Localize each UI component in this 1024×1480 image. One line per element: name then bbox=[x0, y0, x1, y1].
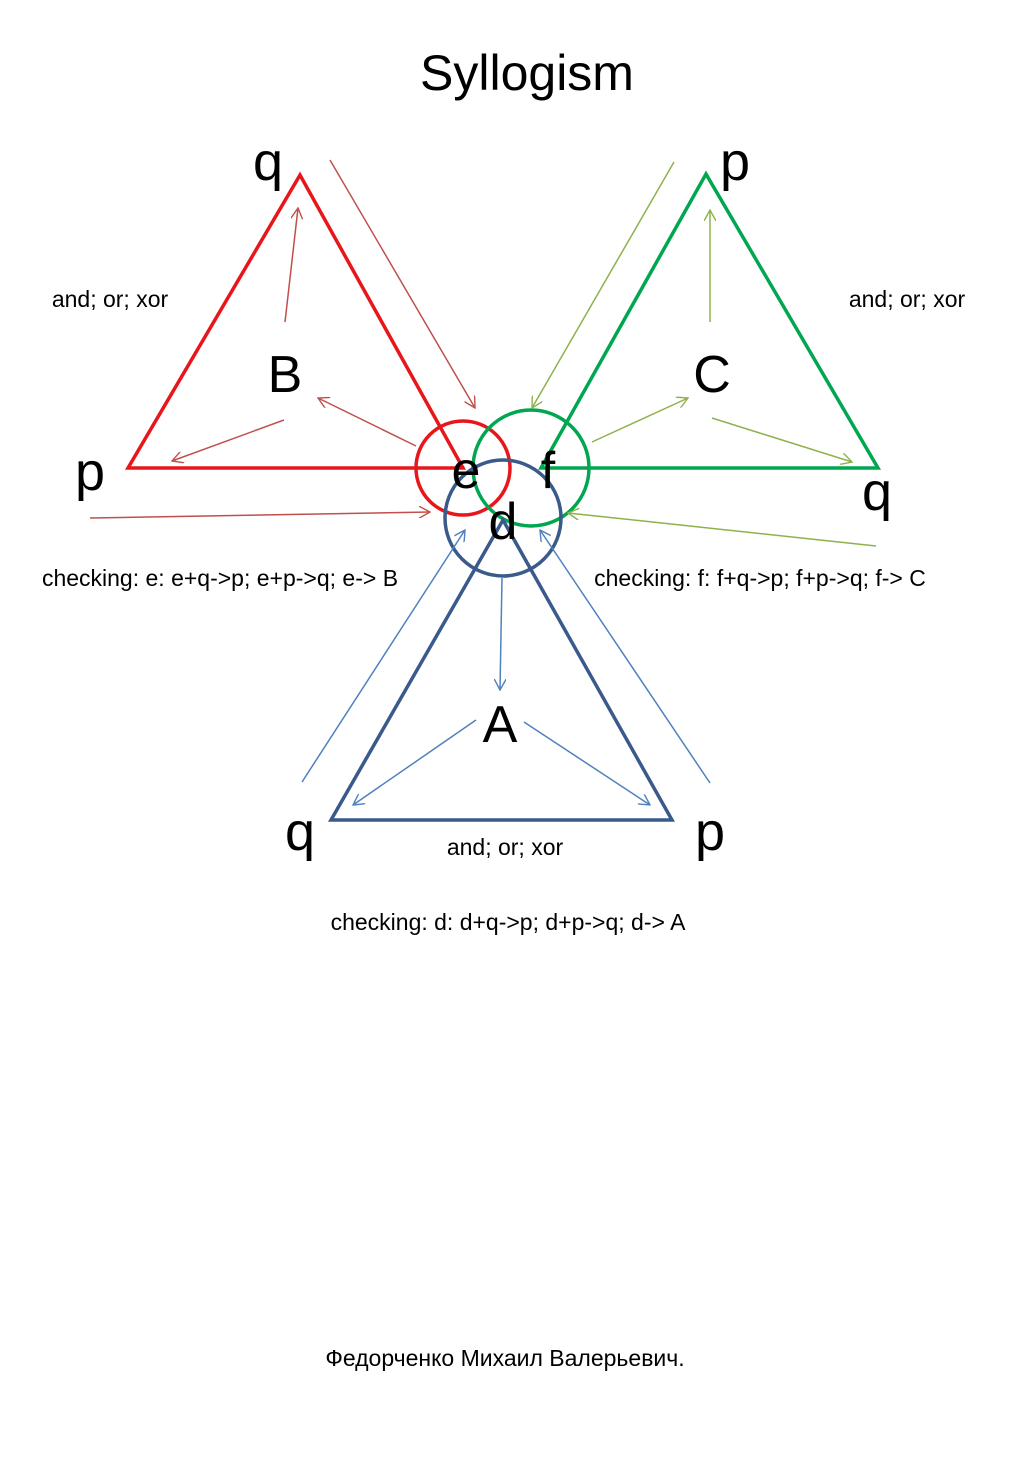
arrow-q-to-e bbox=[329, 159, 475, 408]
arrow-a-to-q bbox=[353, 719, 477, 805]
arrow-q-to-d bbox=[301, 530, 465, 783]
arrow-f-to-c bbox=[591, 398, 688, 443]
bottom-checking-text: checking: d: d+q->p; d+p->q; d-> A bbox=[331, 909, 686, 935]
right-center-label: C bbox=[693, 346, 731, 404]
author-signature: Федорченко Михаил Валерьевич. bbox=[325, 1345, 684, 1371]
circle-d bbox=[443, 458, 563, 578]
arrow-e-to-b bbox=[318, 398, 417, 447]
page-title: Syllogism bbox=[420, 45, 634, 101]
blue-arrows bbox=[301, 530, 711, 805]
arrow-b-to-p bbox=[172, 419, 285, 461]
right-operators-text: and; or; xor bbox=[849, 286, 966, 312]
red-arrows bbox=[89, 159, 475, 519]
left-top-vertex-label: q bbox=[253, 132, 283, 192]
arrow-c-to-q bbox=[711, 417, 852, 462]
circle-e-label: e bbox=[452, 442, 481, 500]
left-operators-text: and; or; xor bbox=[52, 286, 169, 312]
green-arrows bbox=[532, 161, 877, 547]
circle-f-label: f bbox=[541, 442, 556, 500]
left-checking-text: checking: e: e+q->p; e+p->q; e-> B bbox=[42, 565, 398, 591]
right-checking-text: checking: f: f+q->p; f+p->q; f-> C bbox=[594, 565, 926, 591]
bottom-left-vertex-label: q bbox=[285, 802, 315, 862]
bottom-center-label: A bbox=[483, 696, 518, 754]
arrow-q-to-f bbox=[568, 513, 877, 547]
arrow-b-to-q bbox=[284, 208, 298, 323]
left-triangle bbox=[124, 171, 466, 470]
bottom-operators-text: and; or; xor bbox=[447, 834, 564, 860]
circle-e bbox=[414, 419, 512, 517]
arrow-d-to-a bbox=[500, 577, 502, 690]
left-bottom-vertex-label: p bbox=[75, 442, 105, 502]
arrow-p-to-d bbox=[540, 530, 711, 784]
bottom-triangle bbox=[327, 516, 675, 822]
arrow-p-to-e bbox=[89, 512, 430, 519]
right-top-vertex-label: p bbox=[720, 132, 750, 192]
arrow-a-to-p bbox=[523, 721, 650, 805]
left-center-label: B bbox=[268, 346, 303, 404]
arrow-p-to-f bbox=[532, 161, 675, 408]
right-bottom-vertex-label: q bbox=[862, 462, 892, 522]
circle-d-label: d bbox=[489, 493, 518, 551]
right-triangle bbox=[538, 170, 882, 470]
bottom-right-vertex-label: p bbox=[695, 802, 725, 862]
